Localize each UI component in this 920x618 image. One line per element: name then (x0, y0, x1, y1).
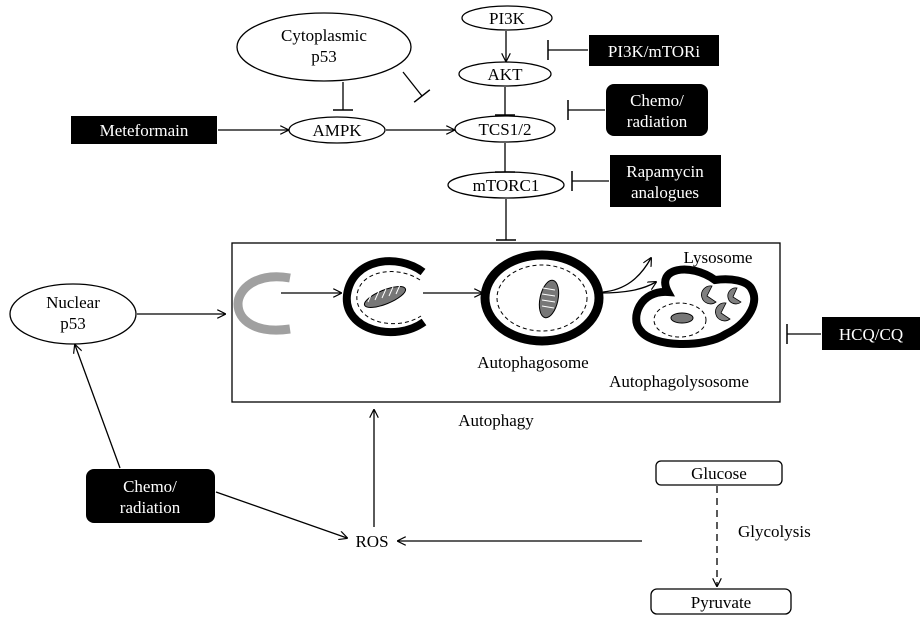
cytoplasmic-p53-line2: p53 (311, 47, 337, 66)
inhibit-cytoplasmic-p53-to-tcs (402, 71, 431, 103)
ampk-label: AMPK (312, 121, 362, 140)
cytoplasmic-p53-line1: Cytoplasmic (281, 26, 367, 45)
pi3k-mtori-label: PI3K/mTORi (608, 42, 701, 61)
chemo-bottom-line1: Chemo/ (123, 477, 177, 496)
meteformain-drug-box: Meteformain (71, 116, 217, 144)
arrow-lysosome-branch (602, 258, 651, 293)
hcq-cq-label: HCQ/CQ (839, 325, 903, 344)
nuclear-p53-line1: Nuclear (46, 293, 100, 312)
autophagolysosome-shape (632, 265, 758, 348)
ampk-node: AMPK (288, 116, 386, 144)
hcq-cq-drug-box: HCQ/CQ (822, 317, 920, 350)
akt-node: AKT (458, 61, 552, 87)
rapamycin-line2: analogues (631, 183, 699, 202)
chemo-radiation-bottom-drug-box: Chemo/ radiation (86, 469, 215, 523)
tcs-node: TCS1/2 (454, 115, 556, 143)
akt-label: AKT (488, 65, 524, 84)
autophagosome-shape (480, 250, 604, 346)
cytoplasmic-p53-node: Cytoplasmic p53 (236, 12, 412, 82)
nuclear-p53-line2: p53 (60, 314, 86, 333)
chemo-top-line2: radiation (627, 112, 688, 131)
rapamycin-line1: Rapamycin (626, 162, 704, 181)
glucose-node: Glucose (655, 460, 783, 486)
chemo-top-line1: Chemo/ (630, 91, 684, 110)
chemo-bottom-line2: radiation (120, 498, 181, 517)
autophagolysosome-label: Autophagolysosome (609, 372, 749, 391)
pi3k-node: PI3K (461, 5, 553, 31)
mtorc1-node: mTORC1 (447, 171, 565, 199)
glucose-label: Glucose (691, 464, 747, 483)
nuclear-p53-node: Nuclear p53 (9, 283, 137, 345)
arrow-to-autophagolysosome (599, 282, 656, 294)
autophagy-label: Autophagy (458, 411, 534, 430)
arrow-chemo-to-ros (215, 491, 347, 538)
tcs-label: TCS1/2 (479, 120, 532, 139)
pi3k-label: PI3K (489, 9, 526, 28)
ros-label: ROS (355, 532, 388, 551)
arrow-chemo-to-nuclear-p53 (75, 345, 121, 469)
autophagy-process-box (231, 242, 781, 403)
chemo-radiation-top-drug-box: Chemo/ radiation (606, 84, 708, 136)
lysosome-label: Lysosome (684, 248, 753, 267)
rapamycin-drug-box: Rapamycin analogues (610, 155, 721, 207)
autophagosome-label: Autophagosome (477, 353, 588, 372)
pyruvate-node: Pyruvate (650, 588, 792, 615)
meteformain-label: Meteformain (100, 121, 189, 140)
glycolysis-label: Glycolysis (738, 522, 811, 541)
mtorc1-label: mTORC1 (473, 176, 540, 195)
phagophore-shape (233, 272, 291, 335)
pi3k-mtori-drug-box: PI3K/mTORi (589, 35, 719, 66)
forming-autophagosome-shape (342, 257, 427, 337)
pyruvate-label: Pyruvate (691, 593, 751, 612)
